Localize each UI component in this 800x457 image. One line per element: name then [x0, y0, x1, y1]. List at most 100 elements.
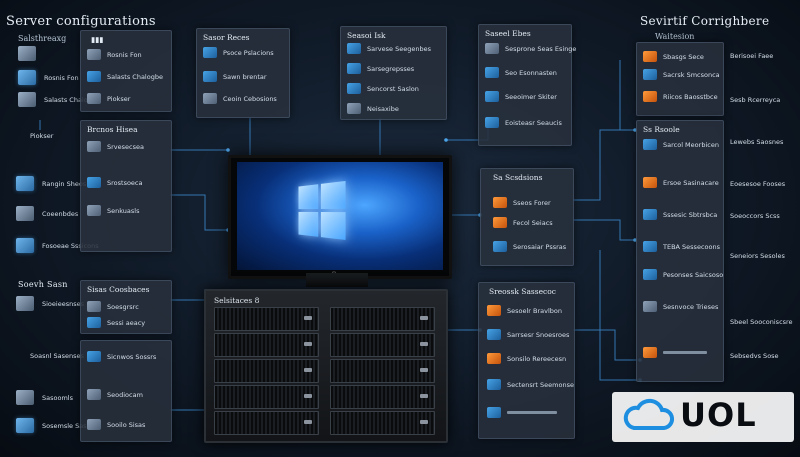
right-title: Sevirtif Corrighbere — [640, 14, 770, 28]
gear-icon — [87, 419, 101, 430]
panel-left-mid: Brcnos Hisea Srvesecsea Srostsoeca Senku… — [80, 120, 172, 252]
database-icon — [643, 269, 657, 280]
server-icon — [487, 329, 501, 340]
cube-icon — [485, 117, 499, 128]
storage-icon — [18, 92, 36, 107]
panel-left-top: ▮▮▮ Rosnis Fon Salasts Chalogbe Piokser — [80, 30, 172, 112]
drive-bay[interactable] — [330, 385, 435, 409]
cloud-icon — [485, 67, 499, 78]
list-item: Rosnis Fon — [18, 70, 79, 85]
list-item: Sbeel Sooconiscsre — [730, 318, 793, 326]
network-icon — [493, 241, 507, 252]
database-icon — [347, 63, 361, 74]
list-item: Rangin Sheos — [16, 176, 86, 191]
database-icon — [485, 91, 499, 102]
list-item: Sioeieesnses — [16, 296, 84, 311]
section-title: Soevh Sasn — [18, 280, 68, 289]
monitor-icon — [87, 317, 101, 328]
gear-icon — [347, 103, 361, 114]
gear-icon — [643, 69, 657, 80]
drive-bay[interactable] — [330, 411, 435, 435]
drive-bay[interactable] — [214, 359, 319, 383]
rocket-icon — [643, 91, 657, 102]
flame-icon — [643, 347, 657, 358]
database-icon — [487, 379, 501, 390]
drive-bay[interactable] — [214, 411, 319, 435]
cloud-icon — [643, 139, 657, 150]
panel-left-bottom: Sisas Coosbaces Soesgrsrc Sessi aeacy — [80, 280, 172, 334]
list-item — [18, 46, 36, 61]
storage-icon — [487, 407, 501, 418]
drive-bay[interactable] — [214, 307, 319, 331]
server-icon — [203, 93, 217, 104]
right-subtitle: Waitesion — [655, 32, 695, 41]
flame-icon — [493, 197, 507, 208]
rack-label: Selsitaces 8 — [214, 296, 260, 305]
left-subtitle: Salsthreaxg — [18, 34, 67, 43]
monitor-stand — [306, 273, 368, 287]
server-icon — [87, 141, 101, 152]
list-item: Sosemsle Sasion — [16, 418, 96, 433]
drive-bay[interactable] — [330, 359, 435, 383]
database-icon — [18, 70, 36, 85]
server-icon — [643, 209, 657, 220]
brand-name: UOL — [680, 396, 757, 434]
list-item: Soeoccors Scss — [730, 212, 780, 220]
page-title: Server configurations — [6, 14, 156, 29]
flame-icon — [643, 51, 657, 62]
cube-icon — [643, 301, 657, 312]
windows-logo-icon — [298, 180, 346, 241]
list-item: Eoesesoe Fooses — [730, 180, 786, 188]
cloud-icon — [622, 398, 674, 432]
monitor: ⏻ — [228, 155, 452, 279]
drive-bay[interactable] — [330, 333, 435, 357]
folder-icon — [16, 296, 34, 311]
panel-center-low: Sreossk Sassecoc Sesoelr Bravlbon Sarrse… — [478, 282, 575, 439]
panel-right-mid: Ss Rsoole Sarcol Meorbicen Ersoe Sasinac… — [636, 120, 724, 382]
panel-top-c: Saseel Ebes Sesprone Seas Esinge Seo Eso… — [478, 24, 576, 146]
drive-bay[interactable] — [330, 307, 435, 331]
shield-icon — [16, 418, 34, 433]
window-icon — [203, 71, 217, 82]
connector-line — [573, 329, 640, 361]
shield-icon — [347, 83, 361, 94]
cloud-icon — [487, 305, 501, 316]
gear-icon — [493, 217, 507, 228]
server-icon — [485, 43, 499, 54]
brand-logo-background — [612, 392, 794, 442]
server-icon — [87, 301, 101, 312]
panel-top-b: Seasoi Isk Sarvese Seegenbes Sarsegrepss… — [340, 26, 447, 120]
list-item: Seneiors Sesoles — [730, 252, 785, 260]
list-item: Sebsedvs Sose — [730, 352, 779, 360]
cpu-icon — [87, 93, 101, 104]
cloud-icon — [16, 176, 34, 191]
server-icon — [18, 46, 36, 61]
server-rack: Selsitaces 8 — [204, 289, 448, 443]
storage-icon — [87, 389, 101, 400]
server-icon — [16, 390, 34, 405]
list-item: Lewebs Saosnes — [730, 138, 784, 146]
connector-line — [599, 250, 640, 381]
connector-line — [170, 194, 228, 231]
brand-logo: UOL — [622, 396, 757, 434]
list-item: Sasoomls — [16, 390, 73, 405]
database-icon — [87, 71, 101, 82]
panel-left-lower: Sicnwos Sossrs Seodiocam Sooilo Sisas — [80, 340, 172, 442]
server-icon — [87, 49, 101, 60]
list-item: Piokser — [30, 132, 54, 140]
storage-icon — [643, 241, 657, 252]
list-item: Sesb Rcerreyca — [730, 96, 781, 104]
flame-icon — [487, 353, 501, 364]
connector-line — [170, 289, 206, 301]
network-icon — [16, 238, 34, 253]
cloud-icon — [87, 205, 101, 216]
network-icon — [87, 351, 101, 362]
list-item: Berisoei Faee — [730, 52, 774, 60]
list-item: Coeenbdes — [16, 206, 78, 221]
windows-desktop-screen — [237, 162, 443, 270]
globe-icon — [87, 177, 101, 188]
gear-icon — [16, 206, 34, 221]
drive-bay[interactable] — [214, 333, 319, 357]
drive-bay[interactable] — [214, 385, 319, 409]
panel-right-top: Sbasgs Sece Sacrsk Smcsonca Riicos Baoss… — [636, 42, 724, 116]
